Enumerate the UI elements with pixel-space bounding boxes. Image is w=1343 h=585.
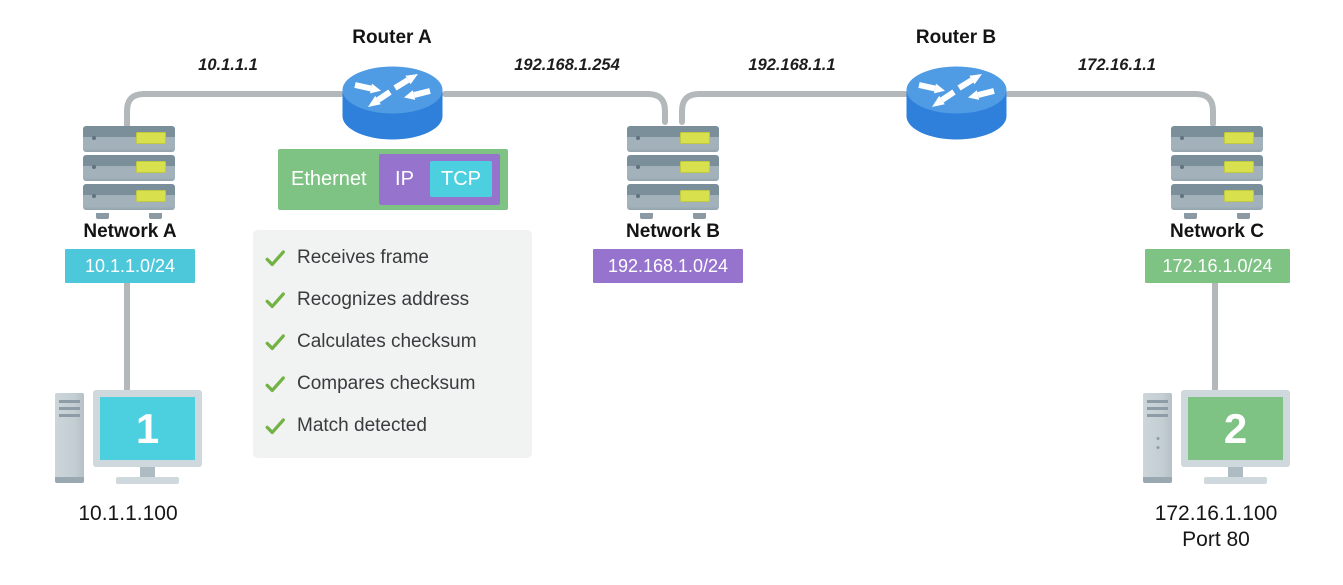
server-stack-icon [627,126,719,219]
checkmark-icon [264,331,286,353]
host1-address: 10.1.1.100 [78,502,178,525]
monitor-base [116,477,179,484]
checklist-item: Recognizes address [264,287,532,313]
router-a-label: Router A [352,27,432,48]
host2-port: Port 80 [1182,528,1250,551]
server-unit [1171,126,1263,152]
network-b-subnet-badge: 192.168.1.0/24 [593,249,743,283]
checkmark-icon [264,289,286,311]
desktop-tower-icon [55,393,84,483]
server-stack-icon [83,126,175,219]
checklist-item: Compares checksum [264,371,532,397]
link-routerB-networkC [1005,91,1216,127]
network-b-label: Network B [626,221,720,242]
desktop-tower-icon [1143,393,1172,483]
server-unit [627,155,719,181]
ip-label-192-168-1-254: 192.168.1.254 [514,56,620,74]
server-unit [83,126,175,152]
monitor-icon: 1 [93,390,202,467]
network-c-label: Network C [1170,221,1264,242]
host2-screen: 2 [1188,397,1283,460]
host2-address: 172.16.1.100 [1154,502,1278,525]
server-unit [1171,184,1263,210]
monitor-stand [1228,467,1243,478]
network-a-subnet-badge: 10.1.1.0/24 [65,249,195,283]
checklist-item: Match detected [264,413,532,439]
monitor-stand [140,467,155,478]
network-c-subnet-badge: 172.16.1.0/24 [1145,249,1290,283]
server-unit [627,126,719,152]
packet-ip-layer: IP TCP [379,154,500,205]
server-unit [83,184,175,210]
monitor-base [1204,477,1267,484]
ip-label-192-168-1-1: 192.168.1.1 [748,56,836,74]
ip-label-10-1-1-1: 10.1.1.1 [198,56,258,74]
server-unit [627,184,719,210]
packet-ethernet-layer: Ethernet IP TCP [278,149,508,210]
host1-screen: 1 [100,397,195,460]
ethernet-layer-label: Ethernet [291,168,367,190]
server-feet [1171,213,1263,219]
checkmark-icon [264,247,286,269]
router-b-label: Router B [915,27,997,48]
checklist-item-label: Receives frame [297,247,429,268]
server-feet [83,213,175,219]
server-unit [83,155,175,181]
link-routerA-networkB [442,91,668,125]
server-stack-icon [1171,126,1263,219]
ip-label-172-16-1-1: 172.16.1.1 [1078,56,1156,74]
checkmark-icon [264,373,286,395]
link-networkA-routerA [124,91,344,129]
router-process-checklist: Receives frame Recognizes address Calcul… [253,230,532,458]
checklist-item-label: Compares checksum [297,373,476,394]
checklist-item: Receives frame [264,245,532,271]
monitor-icon: 2 [1181,390,1290,467]
link-networkB-routerB [679,91,908,125]
checklist-item-label: Recognizes address [297,289,470,310]
server-feet [627,213,719,219]
router-icon [906,66,1007,140]
router-icon [342,66,443,140]
server-unit [1171,155,1263,181]
checklist-item-label: Match detected [297,415,427,436]
checklist-item-label: Calculates checksum [297,331,477,352]
network-a-label: Network A [83,221,177,242]
checkmark-icon [264,415,286,437]
packet-tcp-layer: TCP [430,161,492,197]
ip-layer-label: IP [395,168,414,190]
checklist-item: Calculates checksum [264,329,532,355]
